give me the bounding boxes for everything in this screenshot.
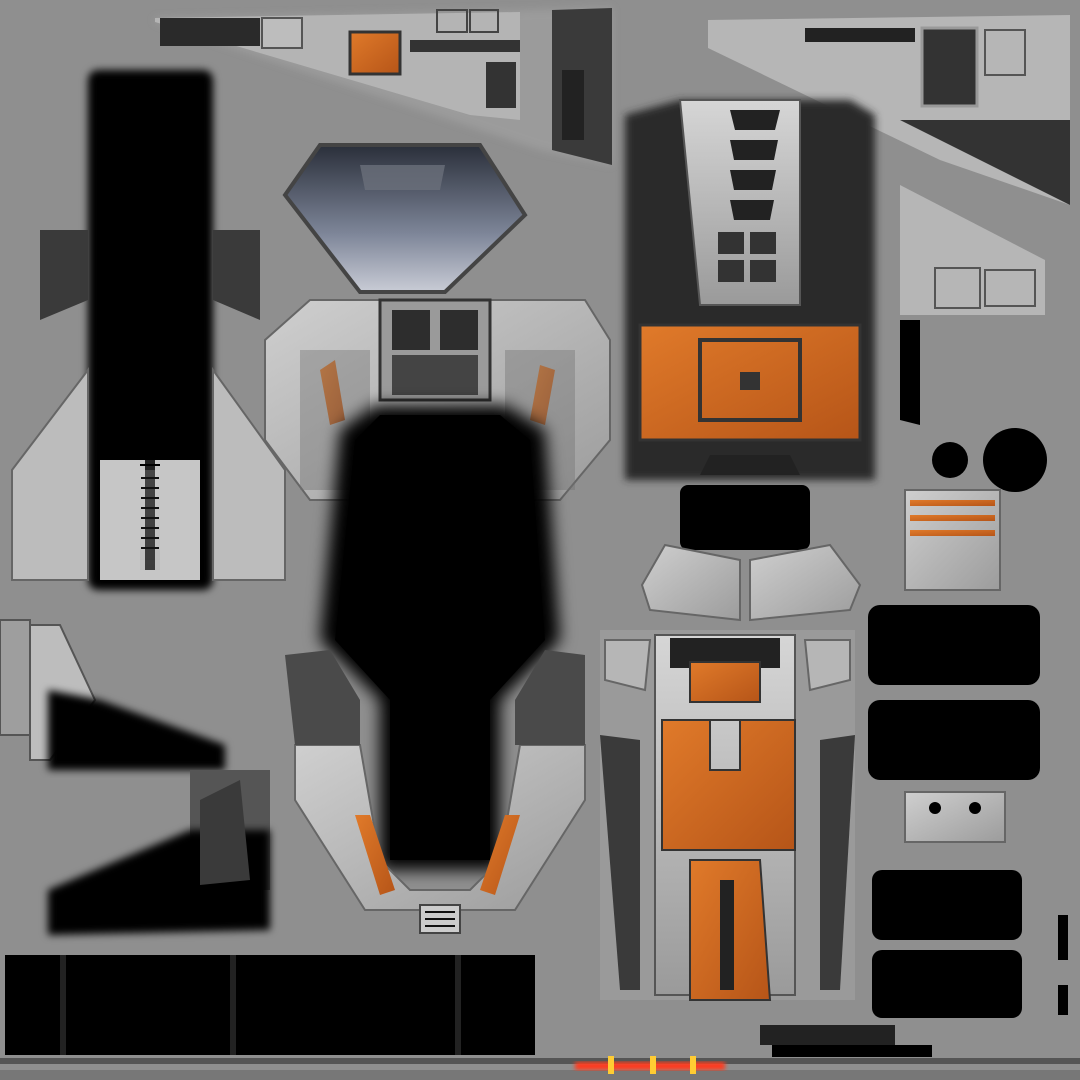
wing-strip-top-left bbox=[155, 8, 612, 165]
wing-strip-top-right bbox=[708, 15, 1070, 205]
fuselage-bottom-right bbox=[600, 630, 855, 1001]
bottom-strip-dark bbox=[5, 955, 535, 1055]
cockpit-frame-lower bbox=[285, 650, 586, 934]
cockpit-canopy bbox=[282, 143, 528, 294]
connector-strip-bottom bbox=[760, 1025, 932, 1057]
side-panel-left-lower bbox=[0, 619, 270, 935]
engine-nozzle-stack bbox=[868, 605, 1068, 1018]
fin-strip-right bbox=[900, 185, 1045, 425]
central-hull-interior bbox=[320, 405, 560, 870]
fuselage-top-right bbox=[625, 99, 875, 480]
round-parts bbox=[904, 428, 1047, 591]
side-hull-left bbox=[11, 70, 286, 590]
glow-lights-bottom bbox=[0, 1056, 1080, 1080]
engine-collar bbox=[640, 485, 862, 622]
